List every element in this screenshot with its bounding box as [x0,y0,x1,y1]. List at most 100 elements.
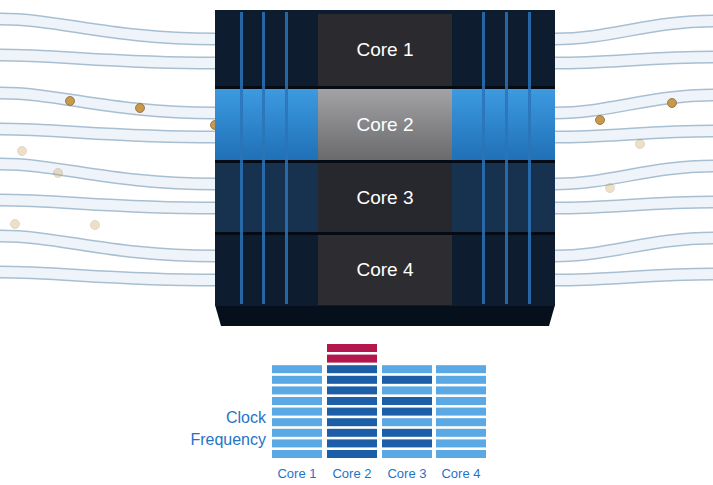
bar-segment [382,418,432,426]
lane-tube [555,131,713,137]
data-packet [668,99,677,108]
axis-label: Clock Frequency [180,407,266,451]
chip-edge [215,305,555,326]
chip-stripe [482,12,485,304]
bar-segment [272,408,322,416]
lane-outline [555,95,713,113]
bar-segment [382,429,432,437]
lane-tube [555,274,713,280]
lane-tube [0,164,215,184]
core-label: Core 3 [356,187,413,209]
bar-segment [436,386,486,394]
lane-tube [0,55,215,63]
bar-segment [327,397,377,405]
data-packet [18,147,27,156]
data-packet [136,104,145,113]
bar-segment [272,397,322,405]
bar-segment [327,344,377,352]
lane-outline [0,200,215,208]
bar-segment [382,439,432,447]
lane-outline [555,131,713,137]
active-band [215,88,555,162]
bar-segment [436,408,486,416]
bar-segment [436,429,486,437]
lane-tube [0,200,215,208]
core-label: Core 4 [356,259,413,281]
chip-stripe [240,12,243,304]
lane-outline [0,93,215,113]
bar-segment [436,418,486,426]
bar-segment [327,429,377,437]
chip-body [215,10,555,306]
bar-segment [382,365,432,373]
chip-stripe [528,12,531,304]
lane-outline [555,166,713,184]
core-box: Core 4 [318,235,452,305]
bar-label: Core 1 [269,466,325,482]
core-box: Core 2 [318,89,452,160]
bar-segment [327,450,377,458]
lane-outline [555,21,713,39]
bar-segment [382,408,432,416]
bar-segment [382,386,432,394]
bar-segment [327,439,377,447]
bar-segment [436,439,486,447]
data-packet [66,97,75,106]
bar-segment [327,386,377,394]
bar-segment [436,376,486,384]
core-box: Core 1 [318,14,452,86]
bar-segment [382,376,432,384]
bar-segment [382,397,432,405]
lane-tube [0,272,215,280]
bar-segment [327,376,377,384]
bar-segment [436,450,486,458]
bar-segment [382,450,432,458]
lane-tube [555,21,713,39]
lane-tube [555,95,713,113]
lane-tube [0,93,215,113]
bar-label: Core 3 [379,466,435,482]
bar-segment [436,397,486,405]
lane-outline [0,164,215,184]
data-packet [11,220,20,229]
chip-stripe [285,12,288,304]
bar-segment [272,365,322,373]
bar-segment [327,418,377,426]
lane-tube [0,236,215,256]
bar-label: Core 4 [433,466,489,482]
bar-segment [272,429,322,437]
bar-segment [436,365,486,373]
lane-outline [0,19,215,39]
bar-segment [272,450,322,458]
lane-outline [0,55,215,63]
bar-label: Core 2 [324,466,380,482]
lane-tube [555,202,713,208]
lane-outline [555,202,713,208]
frequency-bars [272,344,486,458]
data-packet [91,221,100,230]
lane-outline [555,238,713,256]
core-label: Core 2 [356,114,413,136]
lane-outline [0,129,215,137]
core-label: Core 1 [356,39,413,61]
data-packet [596,116,605,125]
bar-segment [327,355,377,363]
chip-stripe [505,12,508,304]
bar-segment [327,365,377,373]
bar-segment [272,386,322,394]
lane-outline [0,236,215,256]
core-band [215,162,555,232]
bar-segment [327,408,377,416]
lane-tube [0,19,215,39]
data-packet [606,184,615,193]
lane-outline [555,57,713,63]
data-packet [636,140,645,149]
bar-segment [272,376,322,384]
bar-segment [272,439,322,447]
lane-outline [0,272,215,280]
lane-tube [0,129,215,137]
data-packet [54,169,63,178]
lane-tube [555,166,713,184]
chip-stripe [262,12,265,304]
